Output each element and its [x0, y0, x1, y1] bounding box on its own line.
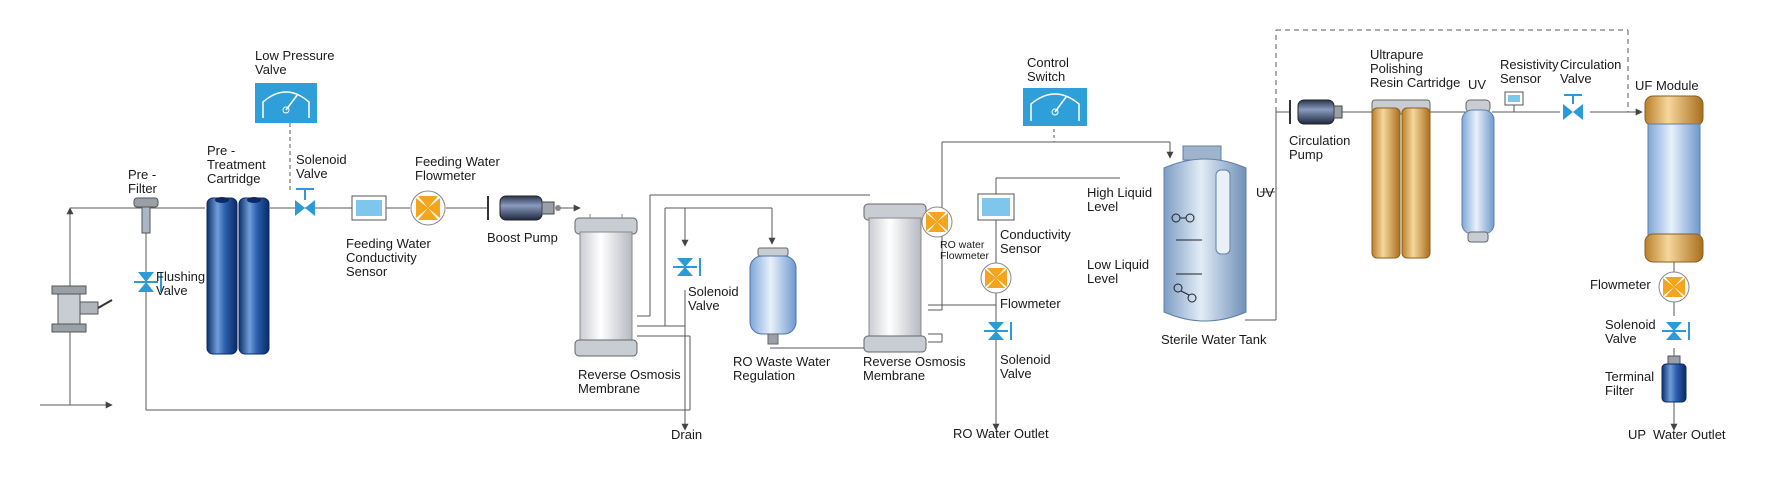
ultrapure-cartridge-label: Ultrapure Polishing Resin Cartridge [1370, 47, 1461, 90]
low-pressure-gauge-icon [255, 83, 317, 123]
solenoid-valve-4-icon [1662, 322, 1690, 340]
solenoid-valve-3-label: Solenoid Valve [1000, 352, 1051, 381]
conductivity-sensor-label: Conductivity Sensor [1000, 227, 1071, 256]
solenoid-valve-3-icon [984, 322, 1012, 340]
flushing-valve-label: Flushing Valve [156, 269, 206, 298]
ro-membrane-2-label: Reverse Osmosis Membrane [863, 354, 966, 383]
circulation-pump-label: Circulation Pump [1289, 133, 1351, 162]
flowmeter-2-icon [1658, 271, 1690, 303]
conductivity-sensor-icon [977, 193, 1015, 221]
pre-treatment-cartridge-icon [206, 197, 270, 355]
solenoid-valve-1-label: Solenoid Valve [296, 152, 347, 181]
ro-waste-regulation-icon [749, 247, 797, 345]
uv-tank-label: UV [1256, 185, 1275, 200]
flushing-valve-icon [134, 272, 162, 292]
uf-module-icon [1644, 95, 1704, 263]
low-pressure-valve-label: Low Pressure Valve [255, 48, 335, 77]
uv-sterilizer-icon [1461, 99, 1495, 243]
sterile-water-tank-icon [1163, 145, 1247, 322]
low-level-label: Low Liquid Level [1087, 257, 1150, 286]
feeding-conductivity-sensor-icon [351, 195, 387, 221]
circulation-pump-icon [1289, 99, 1343, 125]
ro-membrane-2-icon [863, 203, 927, 353]
pre-filter-label: Pre - Filter [128, 167, 157, 196]
solenoid-valve-2-label: Solenoid Valve [688, 284, 739, 313]
feeding-conductivity-label: Feeding Water Conductivity Sensor [346, 236, 431, 279]
ultrapure-resin-cartridge-icon [1371, 99, 1431, 259]
ro-membrane-1-label: Reverse Osmosis Membrane [578, 367, 681, 396]
resistivity-sensor-label: Resistivity Sensor [1500, 57, 1559, 86]
solenoid-valve-4-label: Solenoid Valve [1605, 317, 1656, 346]
sterile-tank-label: Sterile Water Tank [1161, 332, 1267, 347]
drain-label: Drain [671, 427, 703, 442]
ro-waste-label: RO Waste Water Regulation [733, 354, 831, 383]
solenoid-valve-2-icon [673, 258, 701, 276]
ro-outlet-label: RO Water Outlet [953, 426, 1049, 441]
pre-treatment-label: Pre - Treatment Cartridge [207, 143, 266, 186]
flowmeter-2-label: Flowmeter [1590, 277, 1651, 292]
circulation-valve-icon [1563, 94, 1583, 120]
pre-filter-icon [133, 197, 159, 234]
ro-water-flowmeter-label: RO water Flowmeter [940, 239, 990, 262]
high-level-label: High Liquid Level [1087, 185, 1153, 214]
ro-membrane-1-icon [574, 214, 638, 357]
ro-water-flowmeter-icon [921, 206, 953, 238]
flowmeter-1-icon [980, 262, 1012, 294]
control-switch-label: Control Switch [1027, 55, 1069, 84]
inlet-valve-icon [51, 285, 113, 333]
feeding-flowmeter-label: Feeding Water Flowmeter [415, 154, 500, 183]
terminal-filter-icon [1661, 355, 1687, 403]
control-switch-gauge-icon [1023, 88, 1087, 126]
circulation-valve-label: Circulation Valve [1560, 57, 1622, 86]
boost-pump-icon [487, 195, 561, 221]
resistivity-sensor-icon [1504, 91, 1524, 112]
boost-pump-label: Boost Pump [487, 230, 558, 245]
up-outlet-label: UP Water Outlet [1628, 427, 1726, 442]
uf-module-label: UF Module [1635, 78, 1699, 93]
uv-2-label: UV [1468, 77, 1487, 92]
solenoid-valve-1-icon [295, 188, 315, 216]
terminal-filter-label: Terminal Filter [1605, 369, 1655, 398]
feeding-flowmeter-icon [410, 190, 446, 226]
flowmeter-1-label: Flowmeter [1000, 296, 1061, 311]
